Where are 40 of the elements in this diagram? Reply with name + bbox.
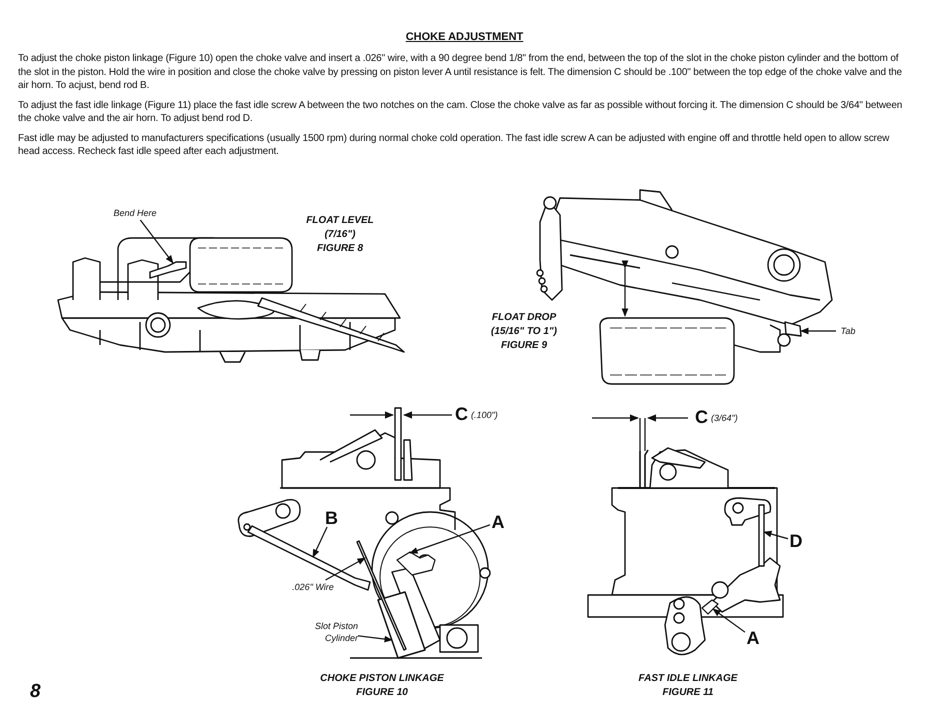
page-heading: CHOKE ADJUSTMENT	[404, 31, 524, 43]
figure-caption: FIGURE 9	[500, 340, 548, 351]
figure-caption: FIGURE 10	[356, 687, 408, 698]
callout-letter: A	[746, 632, 760, 644]
adjusting-screw	[701, 599, 719, 615]
dimension-value: (.100")	[471, 410, 498, 420]
leader-line	[358, 635, 393, 642]
tab	[784, 321, 802, 337]
callout-text: Bend Here	[113, 207, 157, 219]
figure-caption: FLOAT DROP	[492, 312, 556, 323]
figure-caption: FAST IDLE LINKAGE	[638, 673, 738, 684]
callout-text: Tab	[840, 325, 856, 337]
callout-text: .026" Wire	[292, 581, 334, 593]
figure-caption: FLOAT LEVEL	[306, 215, 374, 226]
dimension-label: C	[695, 407, 708, 428]
dimension-value: (3/64")	[711, 413, 738, 423]
leader-line	[800, 328, 836, 334]
bent-tab	[149, 261, 187, 279]
figure-caption: FIGURE 11	[662, 687, 714, 698]
page-number: 8	[30, 681, 41, 703]
dimension-label: C	[455, 404, 468, 425]
figure-caption: (7/16")	[324, 229, 356, 240]
rod	[758, 504, 765, 567]
figure-caption: FIGURE 8	[316, 243, 364, 254]
leader-line	[140, 220, 174, 264]
figure-caption: CHOKE PISTON LINKAGE	[320, 673, 444, 684]
paragraph: Fast idle may be adjusted to manufacturers specifications (usually 1500 rpm) during normal choke cold operation. The fast idle screw A can be adjusted with engine off and throttle held open to allow screw head access. Recheck fast idle speed after each adjustment.	[18, 132, 890, 158]
callout-text: Slot Piston Cylinder	[314, 620, 358, 644]
paragraph: To adjust the fast idle linkage (Figure 11) place the fast idle screw A between the two notches on the cam. Close the choke valve as far as possible without forcing it. The dimension C should be 3/64" between the choke valve and the air horn. To adjust bend rod D.	[18, 98, 904, 126]
callout-letter: B	[325, 512, 338, 524]
leader-line	[409, 524, 490, 554]
paragraph: To adjust the choke piston linkage (Figure 10) open the choke valve and insert a .026" wire, with a 90 degree bend 1/8" from the end, between the top of the slot in the choke piston cylinder and the bottom of the slot in the piston. Hold the wire in position and close the choke valve by pressing on piston lever A until resistance is felt. The dimension C should be .100" between the top edge of the choke valve and the air horn. To acjust, bend rod B.	[18, 52, 903, 92]
piston-lever	[396, 551, 436, 576]
leader-line	[312, 526, 328, 558]
figure-caption: (15/16" TO 1")	[491, 326, 557, 337]
leader-line	[712, 608, 746, 633]
leader-line	[763, 530, 788, 540]
leader-line	[325, 557, 366, 581]
callout-letter: A	[492, 516, 504, 528]
callout-letter: D	[790, 535, 802, 547]
